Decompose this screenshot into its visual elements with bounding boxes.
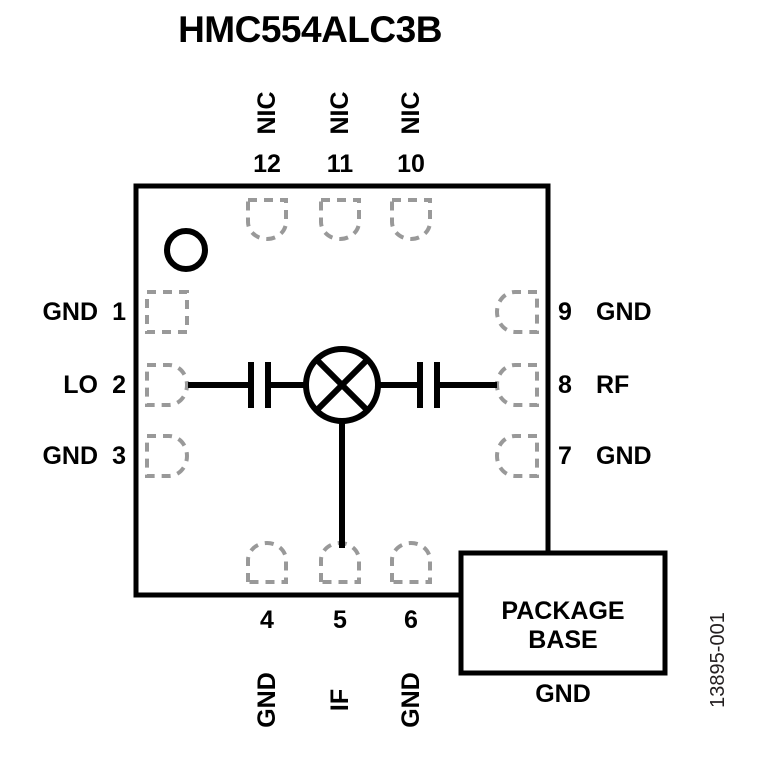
- pad-1: [145, 290, 189, 334]
- pin-number-10: 10: [397, 150, 425, 178]
- package-base-ground-label: GND: [535, 680, 591, 708]
- pad-7: [495, 434, 539, 478]
- pin-number-9: 9: [558, 298, 572, 326]
- mixer-schematic: [188, 346, 497, 548]
- pad-12: [246, 198, 288, 241]
- pin-name-7: GND: [596, 442, 652, 470]
- pad-6: [390, 541, 432, 584]
- pin-name-3: GND: [42, 442, 98, 470]
- pin-name-5: IF: [326, 688, 354, 712]
- pad-4: [246, 541, 288, 584]
- figure-id: 13895-001: [707, 612, 729, 708]
- pin-name-1: GND: [42, 298, 98, 326]
- pad-3: [145, 434, 189, 478]
- pin-number-2: 2: [112, 371, 126, 399]
- pin-name-2: LO: [63, 371, 98, 399]
- top-pads: [246, 198, 432, 241]
- bottom-pads: [246, 541, 432, 584]
- left-pads: [145, 290, 189, 478]
- package-base-label-line1: PACKAGE: [501, 597, 625, 625]
- pin-number-6: 6: [404, 606, 418, 634]
- pin-number-11: 11: [326, 150, 354, 178]
- pad-11: [319, 198, 361, 241]
- package-base-box: [458, 550, 668, 676]
- pin-number-4: 4: [260, 606, 274, 634]
- pin-number-3: 3: [112, 442, 126, 470]
- pad-2: [145, 363, 189, 407]
- mixer-x-stroke-2: [314, 357, 370, 413]
- pin-1-indicator-circle: [164, 228, 208, 272]
- pin-name-6: GND: [397, 672, 425, 728]
- pad-9: [495, 290, 539, 334]
- pin-number-7: 7: [558, 442, 572, 470]
- pad-8: [495, 363, 539, 407]
- pad-10: [390, 198, 432, 241]
- package-body-outline: [133, 183, 551, 598]
- page-title: HMC554ALC3B: [178, 9, 442, 50]
- pin-number-1: 1: [112, 298, 126, 326]
- pin-name-8: RF: [596, 371, 630, 399]
- right-pads: [495, 290, 539, 478]
- pin-number-8: 8: [558, 371, 572, 399]
- pin-number-12: 12: [253, 150, 281, 178]
- pad-5: [319, 541, 361, 584]
- package-base-label-line2: BASE: [528, 626, 598, 654]
- pin-number-5: 5: [333, 606, 347, 634]
- pin-name-9: GND: [596, 298, 652, 326]
- pin-name-4: GND: [253, 672, 281, 728]
